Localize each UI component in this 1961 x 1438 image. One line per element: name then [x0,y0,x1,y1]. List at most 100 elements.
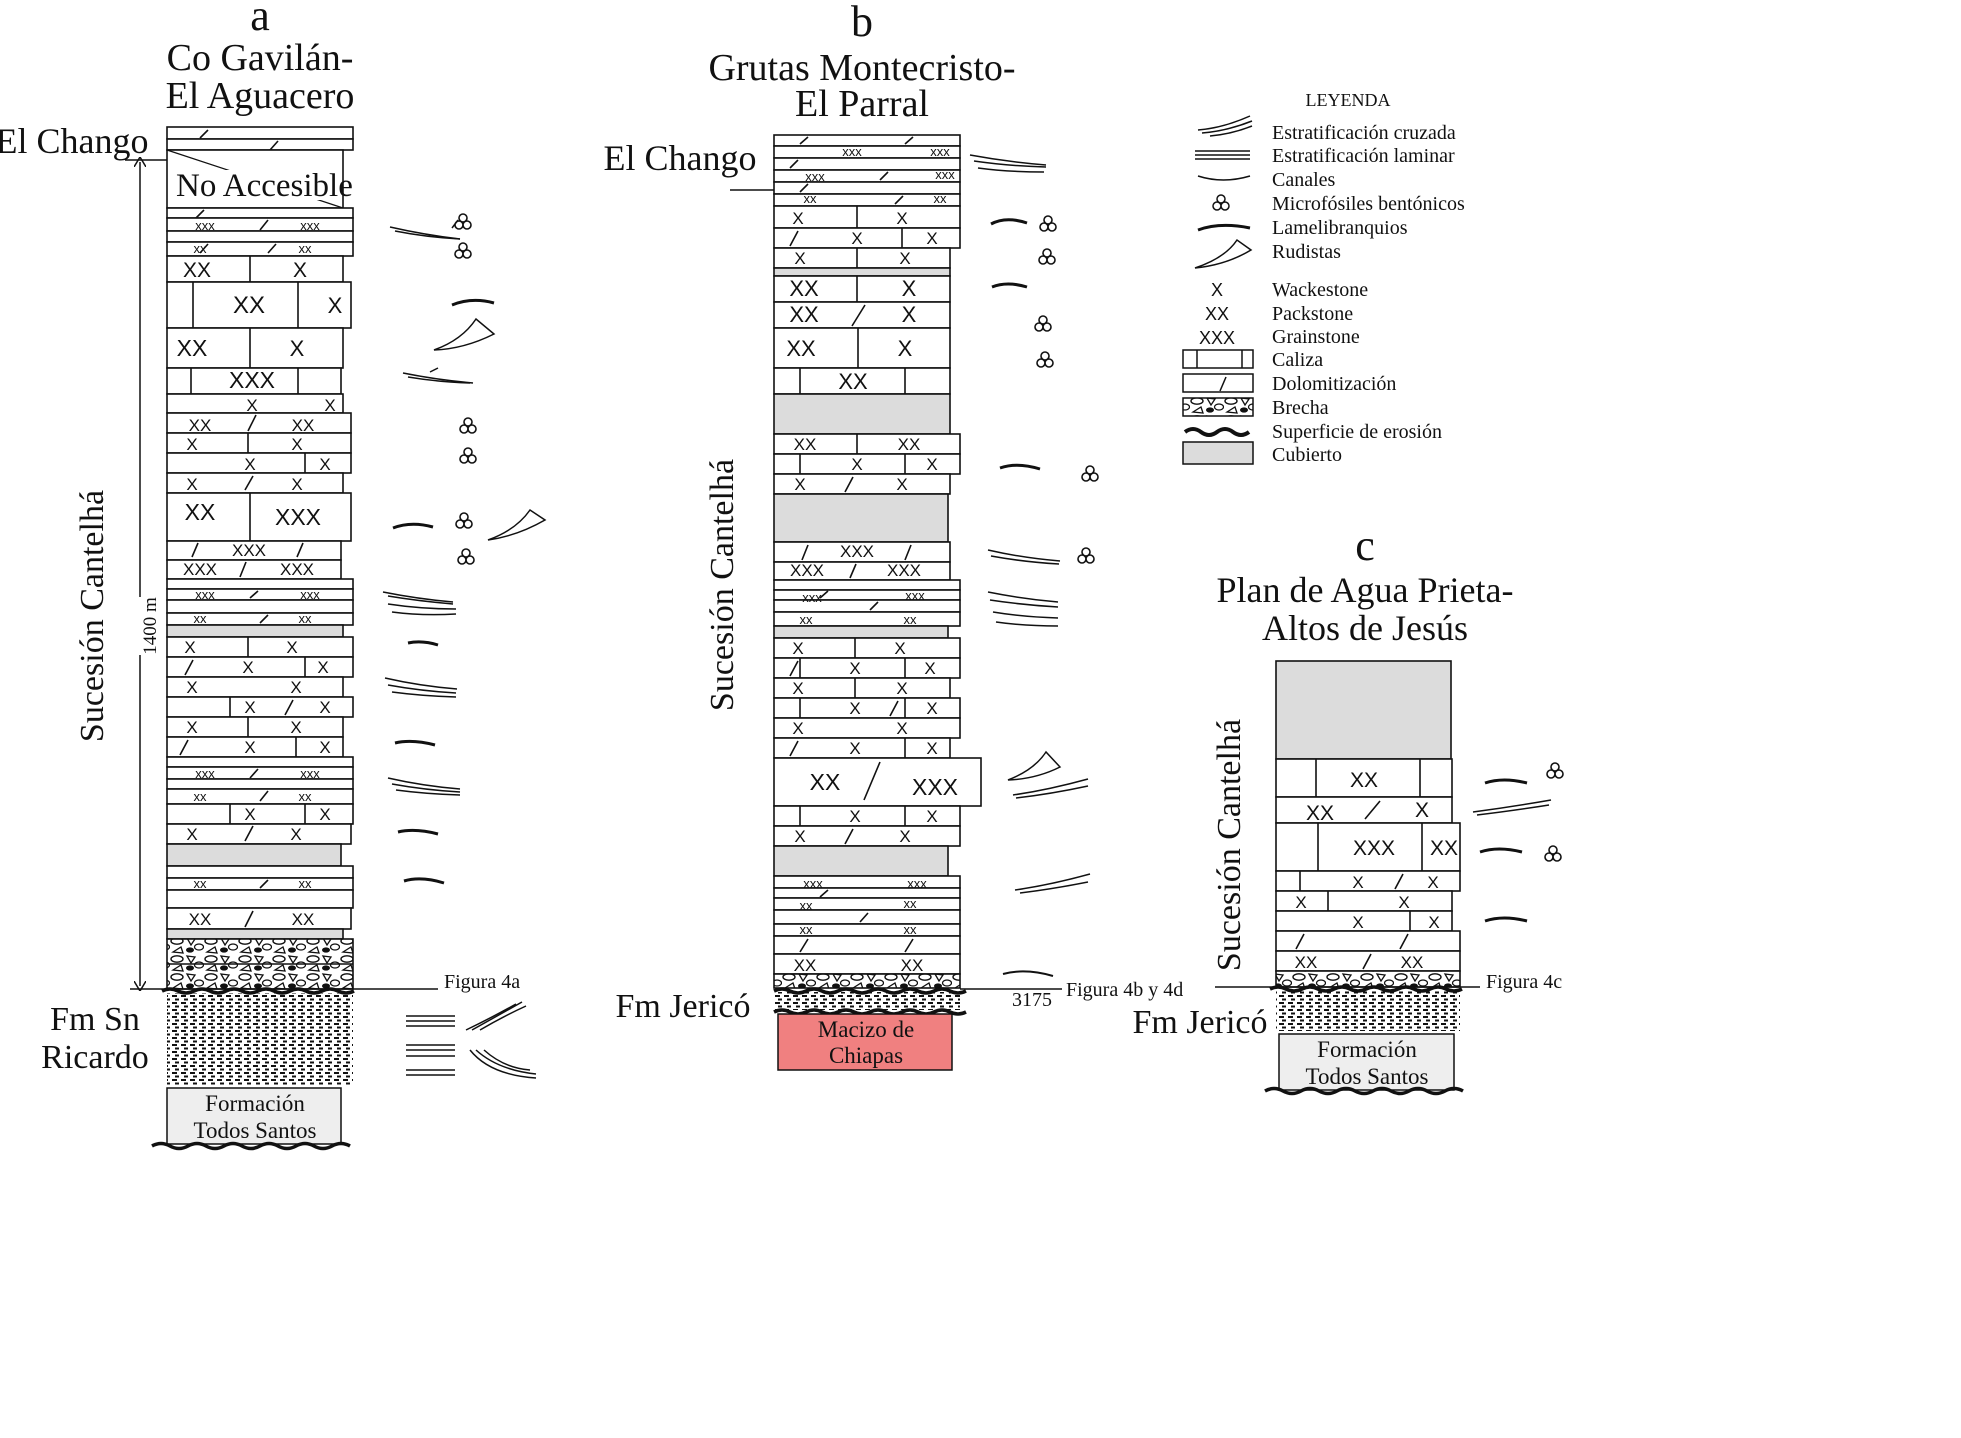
column-b-erosion-surface [773,987,967,995]
column-b-base-line2: Chiapas [829,1043,903,1068]
lamellibranch-icon [1479,847,1523,854]
svg-text:X: X [290,336,305,361]
column-c-succession-label: Sucesión Cantelhá [1211,719,1248,971]
column-b-bottom-unit: Fm Jericó [615,988,750,1025]
svg-text:X: X [186,825,197,844]
lamellibranch-icon [990,218,1028,226]
legend-label-grainstone: Grainstone [1272,326,1360,348]
svg-text:X: X [290,678,301,697]
column-b-microfossil-symbols [1034,215,1099,564]
svg-text:X: X [184,638,195,657]
svg-text:X: X [286,638,297,657]
cross-bedding-icon [1012,778,1089,799]
column-b-beds [773,134,982,989]
svg-text:X: X [290,825,301,844]
svg-text:X: X [186,435,197,454]
svg-text:X: X [849,739,860,758]
dolomitization-icon [1182,373,1254,393]
svg-text:X: X [899,827,910,846]
svg-text:X: X [792,719,803,738]
legend-labels: Estratificación cruzada Estratificación … [1272,122,1465,466]
svg-text:XX: XX [789,276,819,301]
svg-text:X: X [926,739,937,758]
svg-text:XX: XX [1295,953,1318,972]
laminar-bedding-icon [1195,150,1250,160]
channel-icon [397,828,439,836]
svg-text:X: X [896,209,907,228]
svg-text:X: X [317,658,328,677]
legend-label-covered: Cubierto [1272,444,1342,466]
column-b-lower-erosion [773,1008,967,1016]
column-a-thickness-label: 1400 m [140,597,161,655]
svg-text:XXX: XXX [790,561,824,580]
svg-text:xx: xx [804,191,818,206]
svg-text:X: X [896,679,907,698]
svg-text:X: X [1211,280,1223,300]
svg-text:X: X [186,718,197,737]
svg-text:X: X [792,639,803,658]
channel-icon [394,739,436,747]
svg-text:X: X [851,455,862,474]
svg-text:XX: XX [183,259,211,282]
column-b-figure-ref: Figura 4b y 4d [1066,979,1183,1001]
svg-text:X: X [293,259,307,282]
column-c-base-line1: Formación [1317,1037,1417,1062]
column-c-base-box [1278,1033,1455,1091]
column-b-side-symbols [969,154,1091,894]
cross-bedding-icon [465,1001,527,1031]
legend-label-benthic-microfossils: Microfósiles bentónicos [1272,193,1465,215]
svg-text:XXX: XXX [183,560,217,579]
column-b-title-line1: Grutas Montecristo- [708,47,1015,89]
column-b-structure-symbols [1002,970,1054,977]
svg-text:XX: XX [189,910,212,929]
svg-text:X: X [244,738,255,757]
svg-text:XX: XX [1205,304,1229,324]
svg-text:xx: xx [299,241,313,256]
legend-label-limestone: Caliza [1272,349,1323,371]
svg-text:XX: XX [185,499,216,525]
svg-text:X: X [291,435,302,454]
svg-text:X: X [1352,913,1363,932]
svg-text:X: X [902,276,917,301]
column-b-title-line2: El Parral [795,83,929,125]
svg-text:xxx: xxx [300,587,320,602]
column-c-microfossil-symbols [1544,762,1564,862]
svg-text:xxx: xxx [195,766,215,781]
cross-bedding-icon [387,777,461,796]
legend-label-channels: Canales [1272,169,1336,191]
column-b-succession-label: Sucesión Cantelhá [704,459,741,711]
column-a-bottom-unit-line2: Ricardo [41,1039,149,1076]
column-b-base-line1: Macizo de [818,1017,914,1042]
column-c-beds [1275,660,1461,988]
legend-label-lamellibranchs: Lamelibranquios [1272,217,1408,239]
column-a-title-line2: El Aguacero [166,75,355,117]
benthic-microfossil-icon [454,213,472,230]
svg-text:X: X [794,249,805,268]
svg-text:xxx: xxx [842,144,862,159]
benthic-microfossil-icon [457,548,475,565]
column-a-erosion-surface [161,987,355,995]
svg-text:X: X [1398,893,1409,912]
svg-text:xxx: xxx [935,167,955,182]
column-c-title-line1: Plan de Agua Prieta- [1217,570,1514,610]
column-c-jerico-unit [1276,991,1460,1031]
svg-text:X: X [926,229,937,248]
cross-bedding-icon [469,1049,537,1079]
rudist-icon [1007,750,1062,781]
column-a-title-line1: Co Gavilán- [167,37,354,79]
cross-bedding-icon [969,154,1047,173]
svg-text:xxx: xxx [195,218,215,233]
svg-text:X: X [792,209,803,228]
svg-text:X: X [794,475,805,494]
breccia-icon [1182,397,1254,417]
column-c-base-line2: Todos Santos [1306,1064,1429,1089]
svg-text:X: X [849,699,860,718]
svg-text:X: X [849,807,860,826]
svg-text:xxx: xxx [802,590,822,605]
cross-bedding-icon [389,219,461,240]
legend-symbols [1182,115,1254,465]
legend: LEYENDA X XX XXX Estratificación cruzada… [1182,90,1465,466]
svg-text:XXX: XXX [887,561,921,580]
